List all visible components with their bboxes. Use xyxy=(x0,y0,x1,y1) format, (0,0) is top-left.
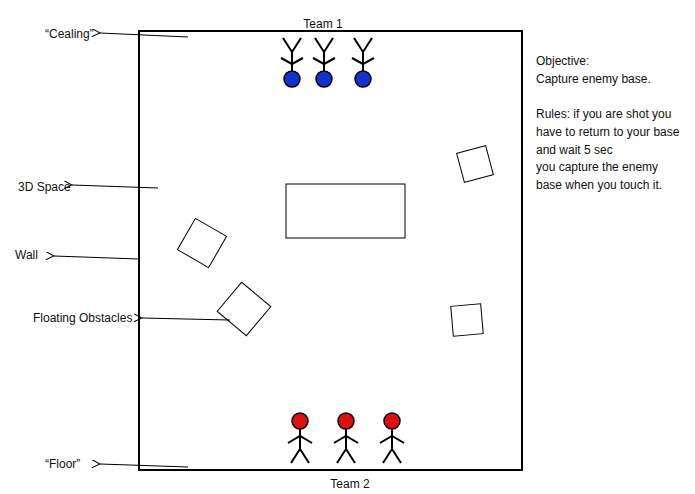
team-label: Team 2 xyxy=(330,475,369,493)
blue-player xyxy=(352,38,374,87)
team-label: Team 1 xyxy=(303,15,342,33)
part-label: Wall xyxy=(15,246,38,264)
blue-player xyxy=(313,38,335,87)
red-player xyxy=(334,413,358,463)
floating-obstacles xyxy=(177,146,493,337)
part-label: “Floor” xyxy=(45,455,80,473)
players xyxy=(281,38,404,463)
rules-note: Rules: if you are shot you have to retur… xyxy=(536,105,686,159)
center-block xyxy=(286,184,405,238)
arena-wall xyxy=(139,31,522,470)
part-label: 3D Space xyxy=(18,178,71,196)
rules-note: you capture the enemy base when you touc… xyxy=(536,158,686,194)
leader-arrows xyxy=(54,33,230,467)
red-player xyxy=(380,413,404,463)
blue-player xyxy=(281,38,303,87)
red-player xyxy=(288,413,312,463)
part-label: “Cealing” xyxy=(45,25,94,43)
part-label: Floating Obstacles xyxy=(33,309,132,327)
rules-note: Capture enemy base. xyxy=(536,70,651,88)
rules-note: Objective: xyxy=(536,52,589,70)
